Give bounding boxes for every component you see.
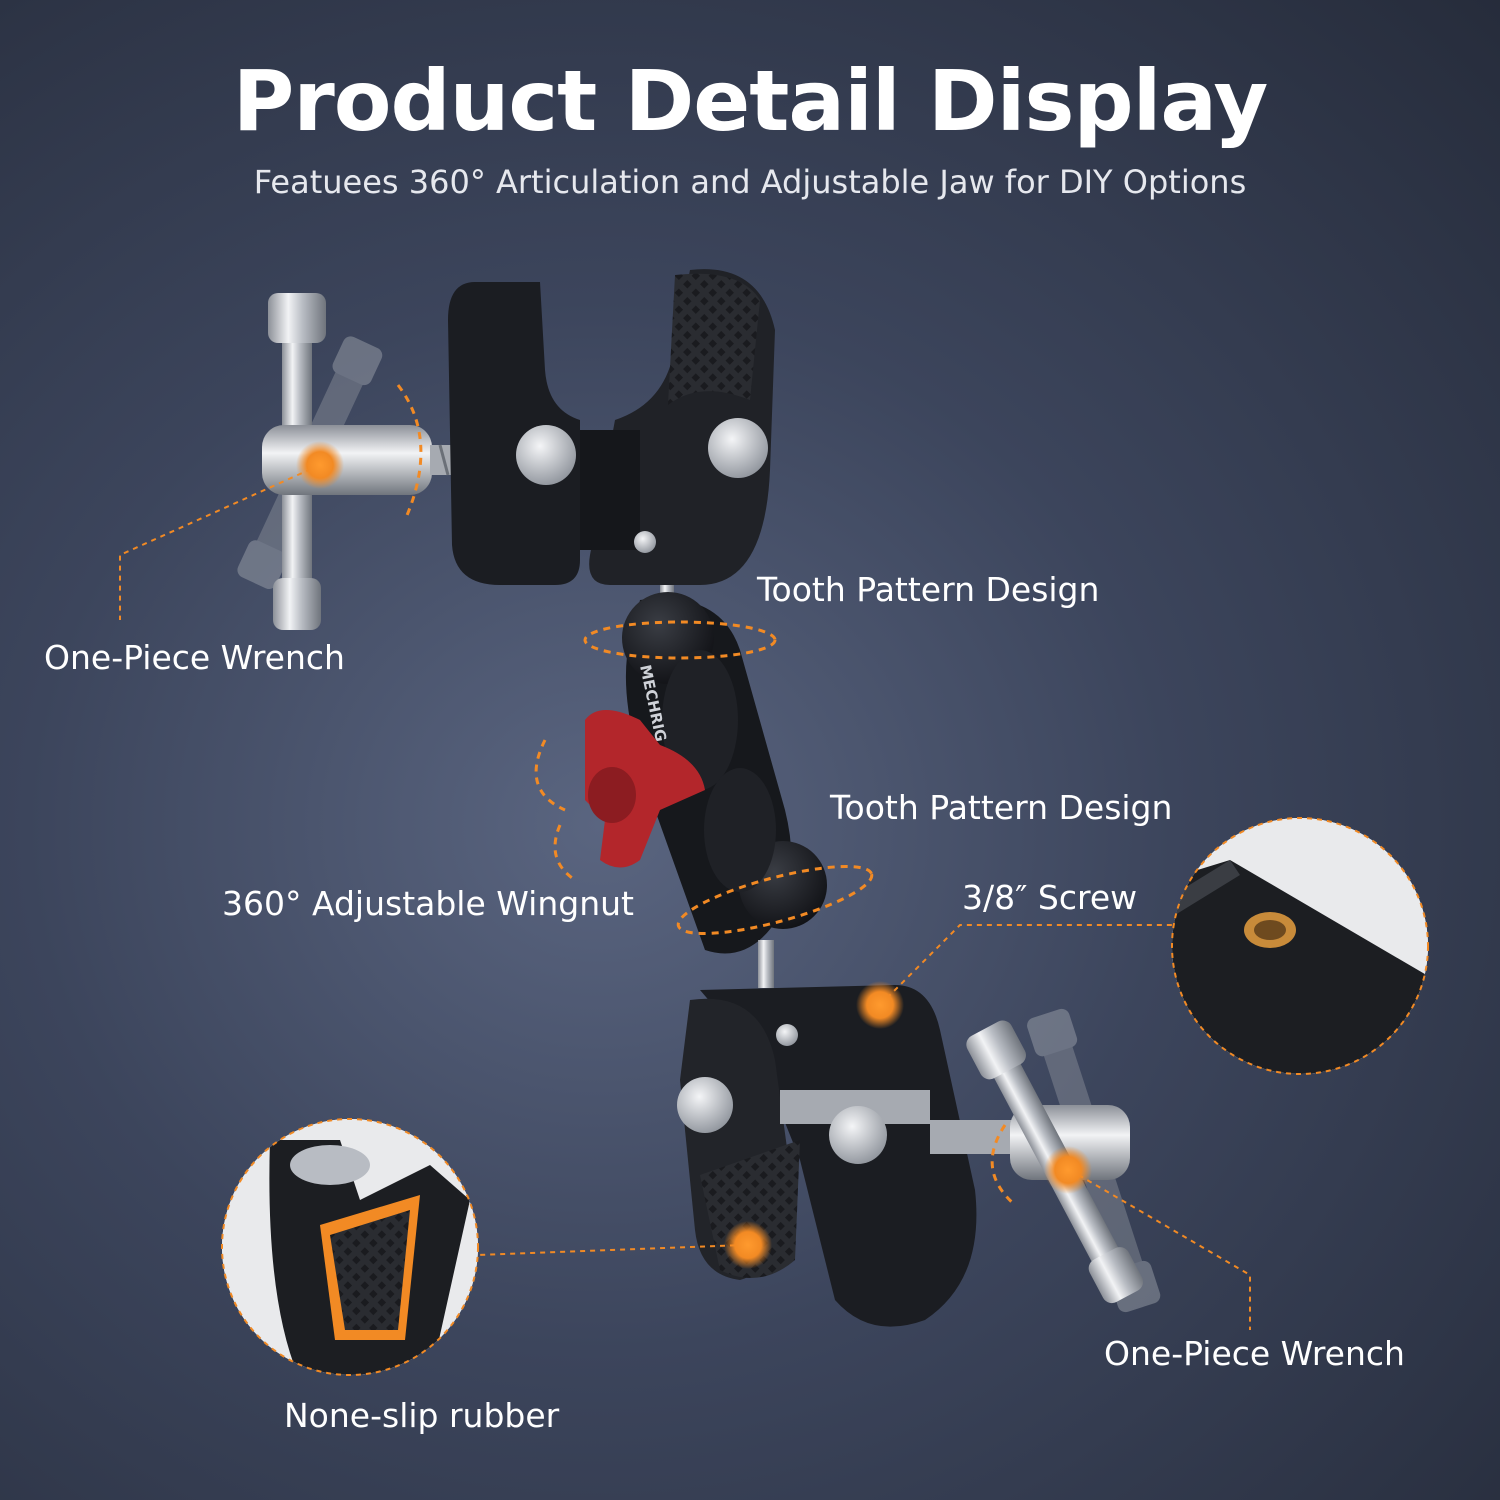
callout-dots [296, 441, 1092, 1269]
page-title: Product Detail Display [232, 52, 1268, 150]
zoom-screw-detail [1171, 817, 1429, 1075]
label-wingnut: 360° Adjustable Wingnut [222, 884, 634, 923]
leader-lines [119, 464, 1251, 1330]
articulating-arm: MECHRIG [622, 592, 827, 988]
rotation-arrows [396, 384, 1016, 1207]
label-screw: 3/8″ Screw [962, 878, 1138, 917]
label-wrench-top: One-Piece Wrench [44, 638, 345, 677]
clamp-bottom [677, 985, 977, 1327]
label-tooth-middle: Tooth Pattern Design [830, 788, 1173, 827]
wingnut [585, 710, 705, 868]
page-subtitle: Featuees 360° Articulation and Adjustabl… [253, 163, 1247, 201]
label-wrench-bottom: One-Piece Wrench [1104, 1334, 1405, 1373]
clamp-top [448, 269, 775, 615]
zoom-rubber-detail [221, 1118, 479, 1376]
label-tooth-top: Tooth Pattern Design [757, 570, 1100, 609]
label-rubber: None-slip rubber [284, 1396, 560, 1435]
